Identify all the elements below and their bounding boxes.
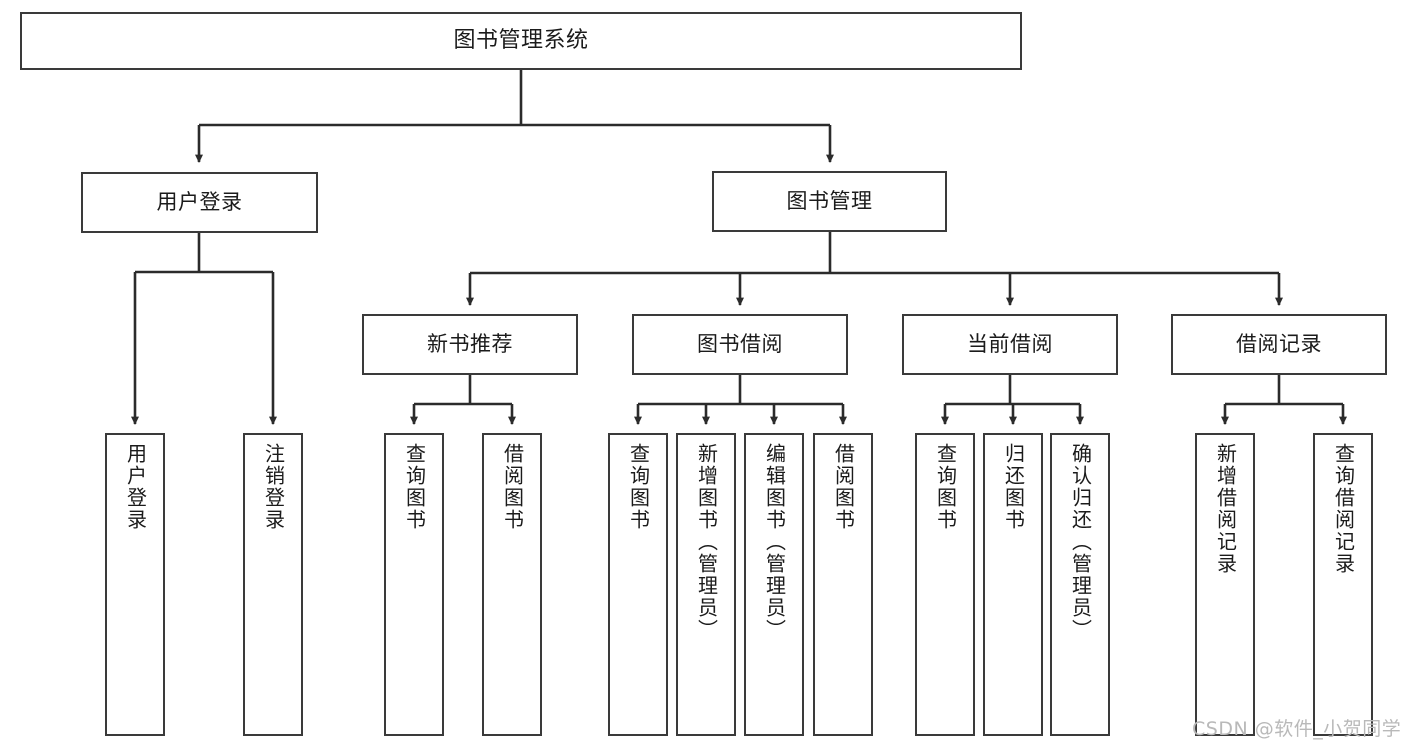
node-label: 归还图书 <box>1001 443 1026 531</box>
node-label: 新增图书（管理员） <box>694 443 719 641</box>
node-label: 借阅图书 <box>500 443 525 531</box>
leaf-recommend-borrow-book[interactable]: 借阅图书 <box>482 433 542 736</box>
node-root-system[interactable]: 图书管理系统 <box>20 12 1022 70</box>
node-label: 查询图书 <box>933 443 958 531</box>
node-label: 编辑图书（管理员） <box>762 443 787 641</box>
node-borrow-record[interactable]: 借阅记录 <box>1171 314 1387 375</box>
leaf-current-return-book[interactable]: 归还图书 <box>983 433 1043 736</box>
leaf-borrow-borrow-book[interactable]: 借阅图书 <box>813 433 873 736</box>
node-label: 用户登录 <box>156 190 243 215</box>
node-new-book-recommend[interactable]: 新书推荐 <box>362 314 578 375</box>
node-label: 查询借阅记录 <box>1331 443 1356 575</box>
leaf-current-confirm-return-admin[interactable]: 确认归还（管理员） <box>1050 433 1110 736</box>
leaf-record-query-record[interactable]: 查询借阅记录 <box>1313 433 1373 736</box>
leaf-record-add-record[interactable]: 新增借阅记录 <box>1195 433 1255 736</box>
leaf-borrow-add-book-admin[interactable]: 新增图书（管理员） <box>676 433 736 736</box>
node-label: 用户登录 <box>123 443 148 531</box>
node-label: 图书管理系统 <box>453 28 589 54</box>
leaf-borrow-edit-book-admin[interactable]: 编辑图书（管理员） <box>744 433 804 736</box>
node-label: 确认归还（管理员） <box>1068 443 1093 641</box>
node-label: 借阅图书 <box>831 443 856 531</box>
node-current-borrow[interactable]: 当前借阅 <box>902 314 1118 375</box>
leaf-current-query-book[interactable]: 查询图书 <box>915 433 975 736</box>
leaf-user-login-login[interactable]: 用户登录 <box>105 433 165 736</box>
node-label: 新书推荐 <box>427 332 513 357</box>
leaf-borrow-query-book[interactable]: 查询图书 <box>608 433 668 736</box>
node-label: 当前借阅 <box>967 332 1053 357</box>
node-user-login[interactable]: 用户登录 <box>81 172 318 233</box>
node-label: 注销登录 <box>261 443 286 531</box>
node-label: 新增借阅记录 <box>1213 443 1238 575</box>
leaf-user-login-logout[interactable]: 注销登录 <box>243 433 303 736</box>
leaf-recommend-query-book[interactable]: 查询图书 <box>384 433 444 736</box>
node-book-borrow[interactable]: 图书借阅 <box>632 314 848 375</box>
node-label: 图书借阅 <box>697 332 783 357</box>
node-label: 借阅记录 <box>1236 332 1322 357</box>
node-label: 查询图书 <box>626 443 651 531</box>
node-label: 查询图书 <box>402 443 427 531</box>
csdn-watermark: CSDN @软件_小贺同学 <box>1192 718 1402 740</box>
node-book-management[interactable]: 图书管理 <box>712 171 947 232</box>
node-label: 图书管理 <box>786 189 873 214</box>
